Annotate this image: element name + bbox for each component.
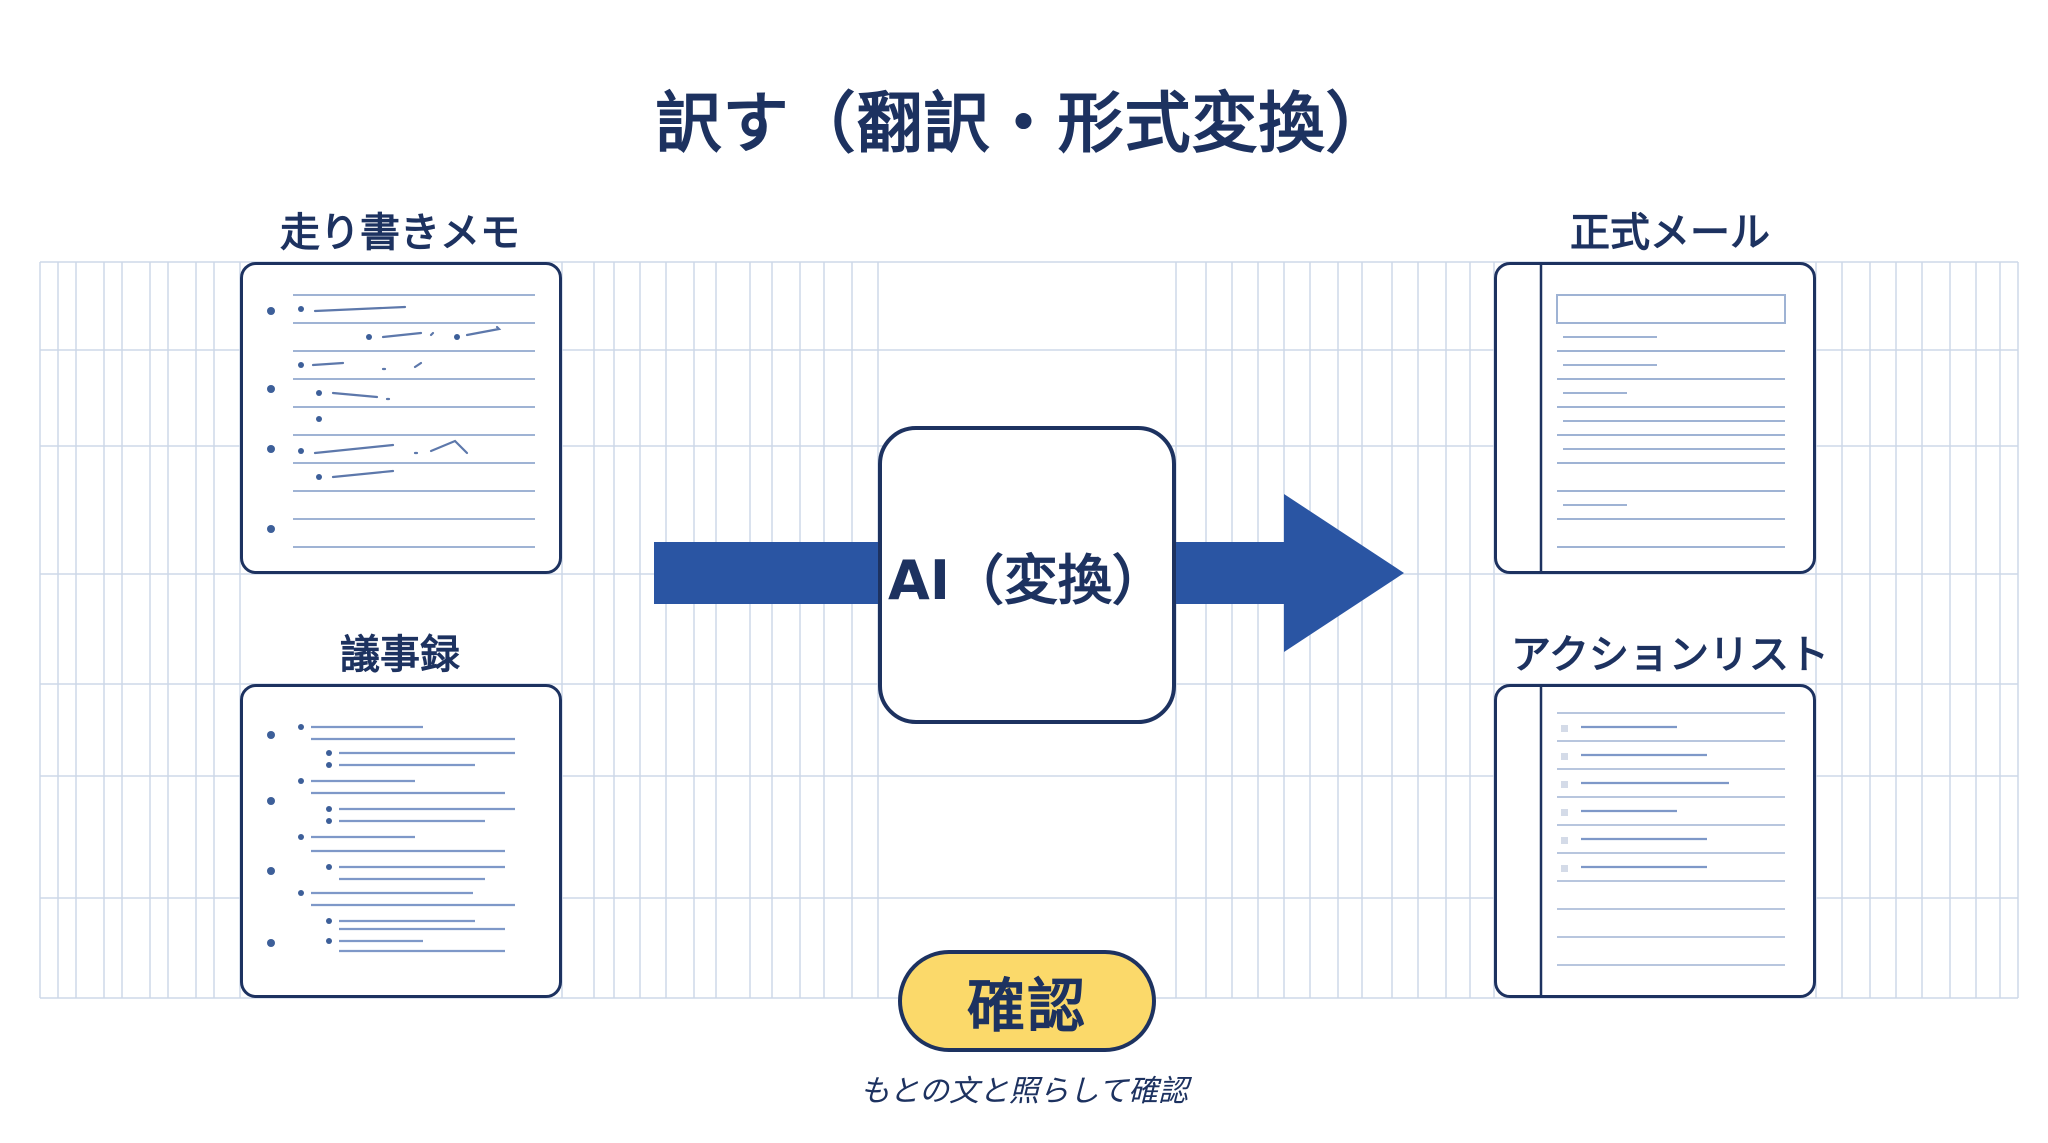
formal-email-document-icon bbox=[1539, 265, 1786, 571]
input-label-memo: 走り書きメモ bbox=[280, 210, 520, 256]
output-label-email: 正式メール bbox=[1570, 210, 1770, 256]
output-label-action-list: アクションリスト bbox=[1511, 632, 1829, 678]
page-title: 訳す（翻訳・形式変換） bbox=[655, 85, 1393, 162]
handwritten-memo-card bbox=[240, 262, 562, 574]
formal-email-card bbox=[1494, 262, 1816, 574]
meeting-minutes-card bbox=[240, 684, 562, 998]
ai-conversion-label: AI（変換） bbox=[888, 548, 1166, 612]
meeting-minutes-document-icon bbox=[267, 724, 515, 953]
action-list-document-icon bbox=[1539, 687, 1785, 995]
ai-conversion-box: AI（変換） bbox=[878, 426, 1176, 724]
input-label-minutes: 議事録 bbox=[340, 632, 460, 678]
action-list-card bbox=[1494, 684, 1816, 998]
confirm-label: 確認 bbox=[966, 972, 1087, 1040]
confirm-caption: もとの文と照らして確認 bbox=[859, 1074, 1189, 1109]
confirm-badge: 確認 bbox=[898, 950, 1156, 1052]
handwritten-memo-document-icon bbox=[267, 294, 535, 548]
